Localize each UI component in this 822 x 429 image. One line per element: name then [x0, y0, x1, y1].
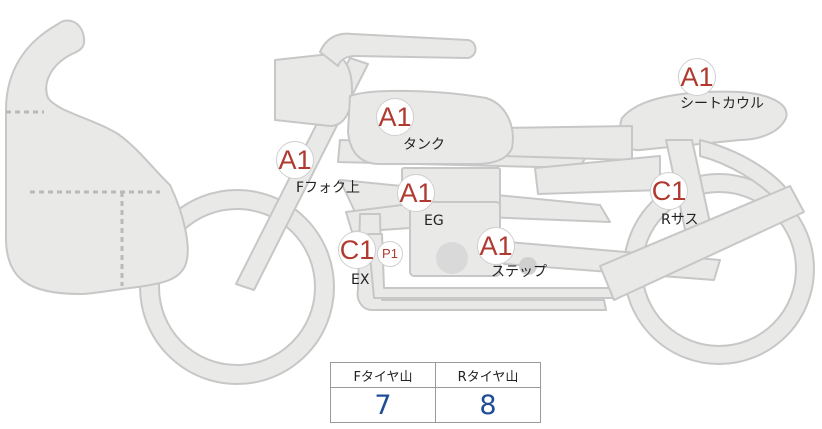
marker-exhaust-code: C1	[338, 231, 376, 269]
table-header-row: Fタイヤ山 Rタイヤ山	[330, 362, 541, 388]
marker-tank-code: A1	[376, 98, 414, 136]
front-fairing	[5, 19, 189, 295]
engine-cover	[436, 242, 468, 274]
tire-tread-table: Fタイヤ山 Rタイヤ山 7 8	[330, 362, 541, 423]
table-value-row: 7 8	[330, 387, 541, 423]
seat	[499, 125, 633, 161]
seat-cowl	[619, 90, 788, 152]
marker-p1-code: P1	[377, 241, 403, 267]
marker-step-label: ステップ	[491, 264, 547, 280]
handlebar	[319, 32, 477, 67]
marker-rear-suspension-label: Rサス	[661, 212, 699, 228]
marker-front-fork-code: A1	[276, 141, 314, 179]
fuel-tank	[347, 89, 514, 165]
marker-engine-code: A1	[397, 174, 435, 212]
marker-rear-suspension-code: C1	[650, 172, 688, 210]
marker-seat-cowl-code: A1	[678, 58, 716, 96]
front-tire-value: 7	[330, 387, 436, 423]
marker-tank-label: タンク	[403, 137, 445, 153]
exhaust-pipe	[356, 213, 607, 311]
footpeg	[519, 257, 537, 275]
rear-tire-value: 8	[435, 387, 541, 423]
rear-tire-header: Rタイヤ山	[435, 362, 541, 388]
marker-seat-cowl-label: シートカウル	[680, 96, 764, 112]
front-tire-header: Fタイヤ山	[330, 362, 436, 388]
marker-front-fork-label: Fフォク上	[296, 180, 361, 196]
marker-step-code: A1	[477, 227, 515, 265]
headlight	[274, 53, 353, 127]
marker-engine-label: EG	[424, 213, 444, 229]
marker-exhaust-label: EX	[351, 272, 370, 288]
muffler	[599, 185, 805, 301]
